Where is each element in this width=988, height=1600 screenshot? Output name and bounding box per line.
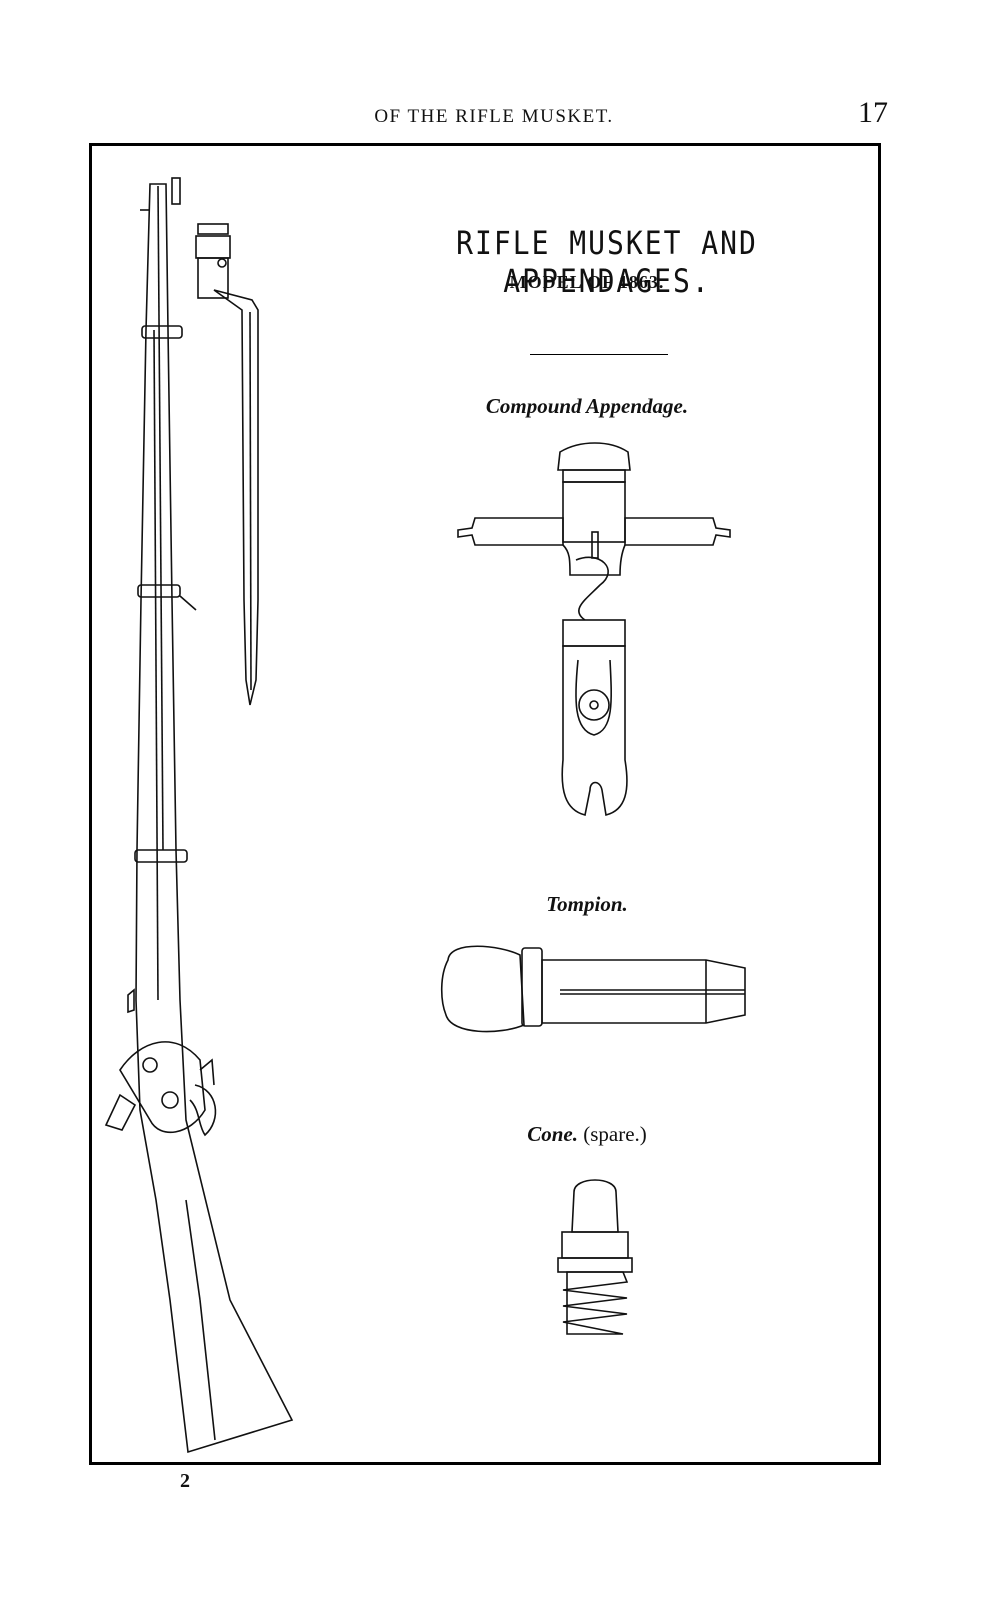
caption-tompion: Tompion.: [512, 892, 662, 917]
page-number: 17: [858, 96, 888, 129]
cone-illustration: [557, 1179, 633, 1335]
caption-cone-note: (spare.): [583, 1122, 647, 1146]
running-head: OF THE RIFLE MUSKET.: [374, 106, 614, 127]
compound-appendage-illustration: [457, 442, 731, 816]
title-rule: [530, 354, 668, 355]
plate-frame: RIFLE MUSKET AND APPENDAGES. MODEL OF 18…: [89, 143, 881, 1465]
caption-cone: Cone. (spare.): [492, 1122, 682, 1147]
caption-cone-text: Cone.: [527, 1122, 578, 1146]
signature-mark: 2: [180, 1470, 190, 1492]
bayonet-illustration: [195, 223, 259, 706]
caption-compound-appendage-text: Compound Appendage.: [485, 394, 689, 418]
plate-subtitle: MODEL OF 1863.: [509, 272, 665, 292]
rifle-musket-illustration: [104, 177, 294, 1454]
tompion-illustration: [440, 945, 746, 1033]
caption-compound-appendage: Compound Appendage.: [462, 394, 712, 419]
caption-tompion-text: Tompion.: [546, 892, 628, 916]
plate-title: RIFLE MUSKET AND APPENDAGES.: [456, 224, 758, 300]
